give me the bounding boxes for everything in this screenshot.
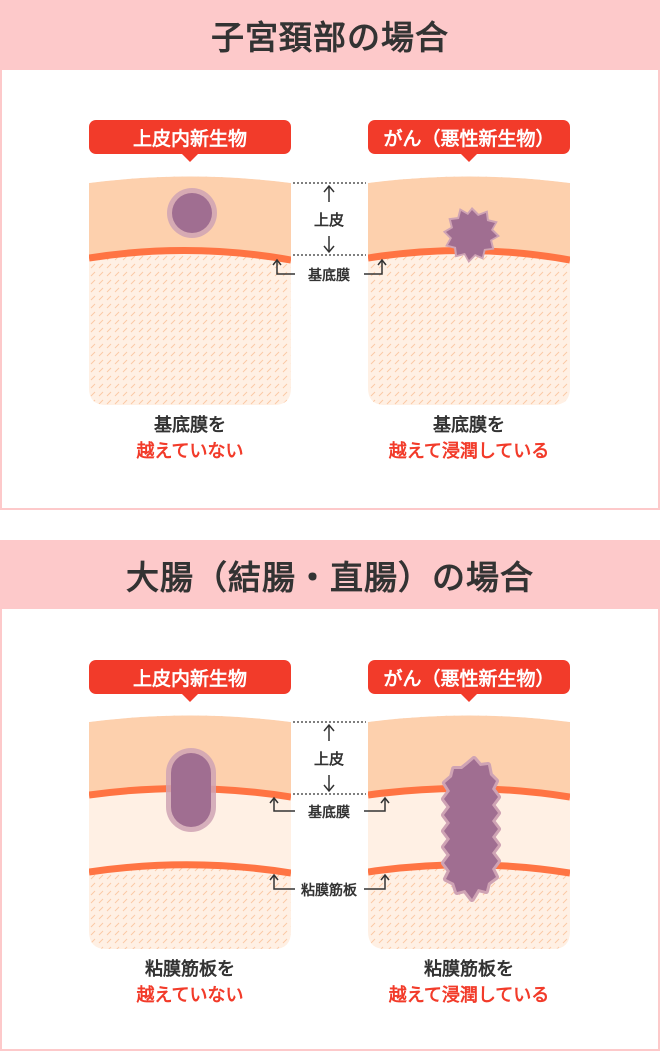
diagram-card: 上皮内新生物 がん（悪性新生物） (0, 70, 660, 510)
basement-arrows (269, 796, 390, 812)
caption-left: 粘膜筋板を 越えていない (89, 957, 291, 1009)
section-title: 大腸（結腸・直腸）の場合 (126, 558, 534, 597)
section-colon: 大腸（結腸・直腸）の場合 上皮内新生物 がん（悪性新生物） (0, 540, 660, 1051)
caption-left-line1: 粘膜筋板を (145, 959, 235, 980)
caption-right-line1: 基底膜を (433, 415, 505, 436)
tag-intraepithelial-neoplasm: 上皮内新生物 (89, 120, 291, 162)
muscularis-arrows (269, 873, 390, 890)
basement-arrows (272, 258, 387, 275)
lesion-spiky-elongated-icon (441, 756, 501, 902)
epithelium-measure (293, 721, 366, 795)
caption-right: 基底膜を 越えて浸潤している (368, 413, 570, 465)
section-title: 子宮頚部の場合 (211, 18, 449, 57)
label-epithelium: 上皮 (314, 750, 344, 768)
lesion-spiky-icon (442, 207, 500, 263)
label-basement-membrane: 基底膜 (308, 267, 350, 284)
colon-diagram: 上皮 基底膜 粘膜筋板 (89, 715, 570, 949)
epithelium-measure (293, 182, 366, 256)
caption-right: 粘膜筋板を 越えて浸潤している (368, 957, 570, 1009)
caption-left-line1: 基底膜を (154, 415, 226, 436)
caption-right-line2: 越えて浸潤している (388, 985, 550, 1006)
tag-cancer: がん（悪性新生物） (368, 660, 570, 702)
tag-cancer: がん（悪性新生物） (368, 120, 570, 162)
label-muscularis-mucosae: 粘膜筋板 (301, 882, 358, 899)
right-tissue (368, 715, 570, 949)
label-epithelium: 上皮 (314, 211, 344, 229)
caption-left-line2: 越えていない (136, 441, 244, 462)
right-tissue (368, 176, 570, 405)
section-header: 大腸（結腸・直腸）の場合 (0, 540, 660, 610)
lesion-round-icon (167, 188, 217, 238)
section-header: 子宮頚部の場合 (0, 0, 660, 70)
caption-left: 基底膜を 越えていない (89, 413, 291, 465)
section-cervix: 子宮頚部の場合 上皮内新生物 がん（悪性新生物） (0, 0, 660, 510)
diagram-card: 上皮内新生物 がん（悪性新生物） (0, 609, 660, 1051)
lesion-oval-icon (166, 748, 216, 832)
label-basement-membrane: 基底膜 (308, 804, 350, 821)
caption-right-line2: 越えて浸潤している (388, 441, 550, 462)
caption-left-line2: 越えていない (136, 985, 244, 1006)
tag-intraepithelial-neoplasm: 上皮内新生物 (89, 660, 291, 702)
caption-right-line1: 粘膜筋板を (424, 959, 514, 980)
cervix-diagram: 上皮 基底膜 (89, 176, 570, 405)
